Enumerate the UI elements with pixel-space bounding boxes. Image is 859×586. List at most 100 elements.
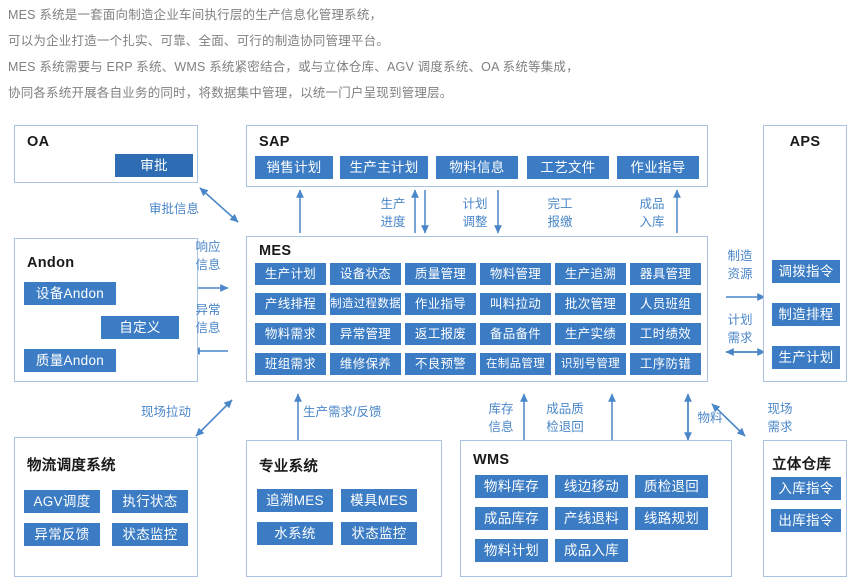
andon-title: Andon [27,255,75,271]
label-material: 物料 [697,411,723,425]
chip-andon-0[interactable]: 设备Andon [24,282,116,305]
label-production-progress-line2: 进度 [380,215,406,229]
chip-logistics-0-0[interactable]: AGV调度 [24,490,100,513]
chip-sap-4[interactable]: 作业指导 [617,156,699,179]
chip-sap-0[interactable]: 销售计划 [255,156,333,179]
label-finished-goods-in-line1: 成品 [639,197,665,211]
chip-andon-1[interactable]: 自定义 [101,316,179,339]
warehouse-title: 立体仓库 [772,457,832,473]
chip-wms-1-0[interactable]: 成品库存 [475,507,548,530]
chip-wms-1-2[interactable]: 线路规划 [635,507,708,530]
chip-mes-3-4[interactable]: 识别号管理 [555,353,626,375]
box-andon: Andon 设备Andon 自定义 质量Andon [14,238,198,382]
chip-wms-0-1[interactable]: 线边移动 [555,475,628,498]
chip-aps-2[interactable]: 生产计划 [772,346,840,369]
chip-sap-2[interactable]: 物料信息 [436,156,518,179]
mes-title: MES [259,243,292,259]
label-completion-report-line1: 完工 [547,197,573,211]
chip-mes-1-3[interactable]: 叫料拉动 [480,293,551,315]
box-oa: OA 审批 [14,125,198,183]
intro-line-2: 可以为企业打造一个扎实、可靠、全面、可行的制造协同管理平台。 [8,34,390,48]
chip-mes-2-1[interactable]: 异常管理 [330,323,401,345]
chip-mes-0-5[interactable]: 器具管理 [630,263,701,285]
chip-wms-2-1[interactable]: 成品入库 [555,539,628,562]
professional-title: 专业系统 [259,459,319,475]
chip-mes-1-4[interactable]: 批次管理 [555,293,626,315]
label-plan-demand: 计划 需求 [720,311,760,347]
label-fg-quality-return-line2: 检退回 [546,420,584,434]
label-response-info: 响应 信息 [188,238,228,274]
label-manufacturing-resource-line2: 资源 [727,267,753,281]
intro-line-4: 协同各系统开展各自业务的同时，将数据集中管理，以统一门户呈现到管理层。 [8,86,453,100]
chip-professional-0-0[interactable]: 追溯MES [257,489,333,512]
chip-professional-1-1[interactable]: 状态监控 [341,522,417,545]
chip-mes-2-4[interactable]: 生产实绩 [555,323,626,345]
label-site-demand-line2: 需求 [767,420,793,434]
chip-mes-3-0[interactable]: 班组需求 [255,353,326,375]
label-completion-report-line2: 报缴 [547,215,573,229]
chip-mes-2-5[interactable]: 工时绩效 [630,323,701,345]
label-approval-info: 审批信息 [148,202,199,216]
chip-mes-0-3[interactable]: 物料管理 [480,263,551,285]
chip-mes-3-2[interactable]: 不良预警 [405,353,476,375]
label-exception-info-line2: 信息 [195,321,221,335]
chip-mes-1-2[interactable]: 作业指导 [405,293,476,315]
chip-mes-0-0[interactable]: 生产计划 [255,263,326,285]
chip-aps-1[interactable]: 制造排程 [772,303,840,326]
chip-mes-2-0[interactable]: 物料需求 [255,323,326,345]
label-production-progress: 生产 进度 [373,195,413,231]
label-manufacturing-resource: 制造 资源 [720,247,760,283]
label-fg-quality-return: 成品质 检退回 [539,400,591,436]
chip-professional-1-0[interactable]: 水系统 [257,522,333,545]
chip-wms-0-0[interactable]: 物料库存 [475,475,548,498]
label-finished-goods-in-line2: 入库 [639,215,665,229]
label-inventory-info-line1: 库存 [488,402,514,416]
label-finished-goods-in: 成品 入库 [632,195,672,231]
chip-warehouse-1[interactable]: 出库指令 [771,509,841,532]
label-plan-demand-line1: 计划 [727,313,753,327]
wms-title: WMS [473,452,510,468]
chip-sap-3[interactable]: 工艺文件 [527,156,609,179]
aps-title: APS [789,134,821,150]
chip-mes-0-1[interactable]: 设备状态 [330,263,401,285]
chip-mes-3-5[interactable]: 工序防错 [630,353,701,375]
chip-mes-2-2[interactable]: 返工报废 [405,323,476,345]
label-manufacturing-resource-line1: 制造 [727,249,753,263]
chip-logistics-1-1[interactable]: 状态监控 [112,523,188,546]
chip-mes-0-2[interactable]: 质量管理 [405,263,476,285]
label-plan-adjust-line2: 调整 [462,215,488,229]
box-logistics: 物流调度系统 AGV调度 执行状态 异常反馈 状态监控 [14,437,198,577]
chip-mes-3-1[interactable]: 维修保养 [330,353,401,375]
chip-mes-1-0[interactable]: 产线排程 [255,293,326,315]
chip-wms-0-2[interactable]: 质检退回 [635,475,708,498]
label-site-demand: 现场 需求 [760,400,800,436]
chip-mes-0-4[interactable]: 生产追溯 [555,263,626,285]
chip-sap-1[interactable]: 生产主计划 [340,156,428,179]
chip-logistics-0-1[interactable]: 执行状态 [112,490,188,513]
label-plan-demand-line2: 需求 [727,331,753,345]
label-plan-adjust: 计划 调整 [455,195,495,231]
label-exception-info-line1: 异常 [195,303,221,317]
chip-mes-1-5[interactable]: 人员班组 [630,293,701,315]
chip-warehouse-0[interactable]: 入库指令 [771,477,841,500]
label-fg-quality-return-line1: 成品质 [546,402,584,416]
box-mes: MES 生产计划 设备状态 质量管理 物料管理 生产追溯 器具管理 产线排程 制… [246,236,708,382]
sap-title: SAP [259,134,290,150]
oa-title: OA [27,134,50,150]
chip-aps-0[interactable]: 调拨指令 [772,260,840,283]
intro-paragraph: MES 系统是一套面向制造企业车间执行层的生产信息化管理系统， 可以为企业打造一… [8,4,853,108]
chip-professional-0-1[interactable]: 模具MES [341,489,417,512]
chip-logistics-1-0[interactable]: 异常反馈 [24,523,100,546]
chip-oa-0[interactable]: 审批 [115,154,193,177]
label-site-pull: 现场拉动 [140,405,191,419]
chip-mes-2-3[interactable]: 备品备件 [480,323,551,345]
chip-wms-1-1[interactable]: 产线退料 [555,507,628,530]
chip-andon-2[interactable]: 质量Andon [24,349,116,372]
label-exception-info: 异常 信息 [188,301,228,337]
chip-mes-1-1[interactable]: 制造过程数据 [330,293,401,315]
label-site-demand-line1: 现场 [767,402,793,416]
intro-line-1: MES 系统是一套面向制造企业车间执行层的生产信息化管理系统， [8,8,383,22]
label-inventory-info-line2: 信息 [488,420,514,434]
chip-mes-3-3[interactable]: 在制品管理 [480,353,551,375]
chip-wms-2-0[interactable]: 物料计划 [475,539,548,562]
